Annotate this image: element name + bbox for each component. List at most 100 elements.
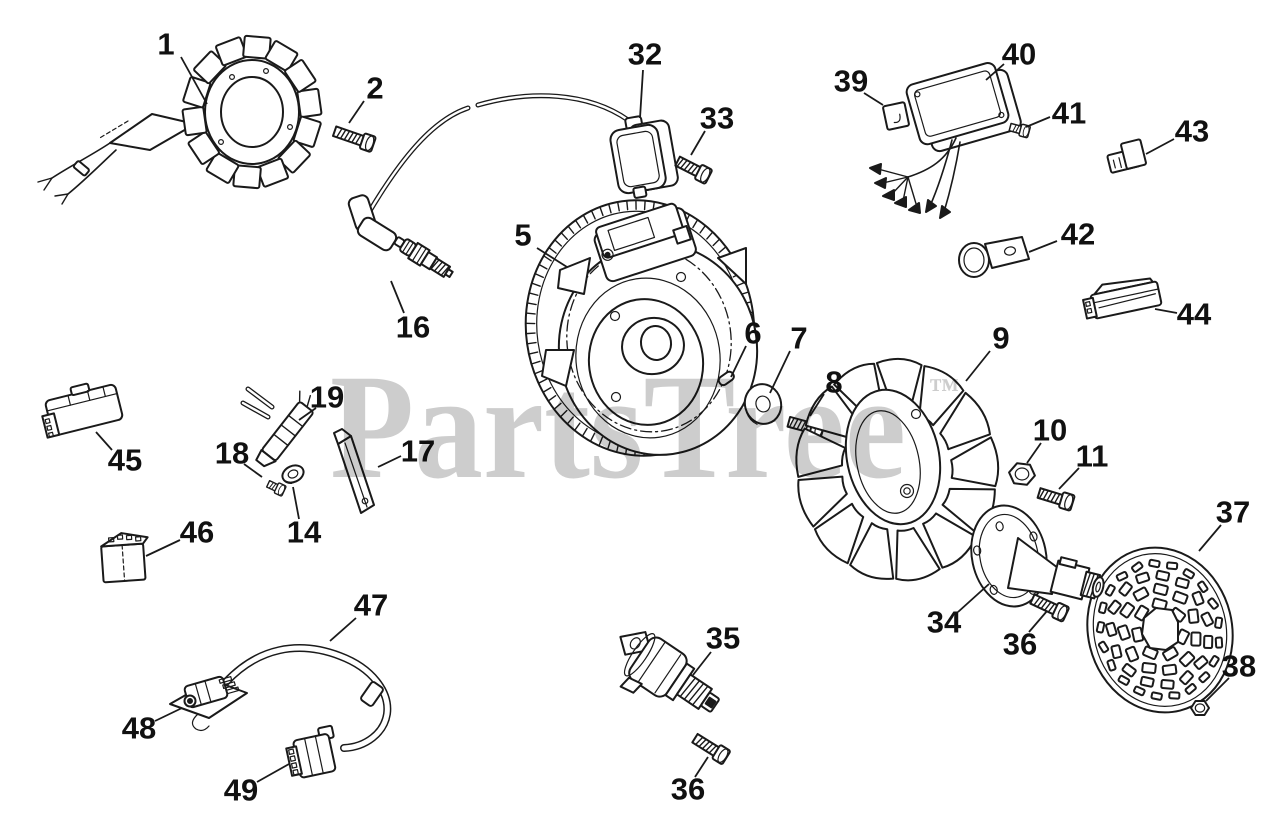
bolt-11-drawing [1036, 487, 1076, 512]
clip-39-drawing [882, 101, 910, 131]
callout-label-2: 2 [366, 71, 383, 106]
leader-line-1 [180, 56, 208, 105]
leader-line-35 [692, 651, 712, 676]
watermark-text: PartsTree [330, 344, 906, 510]
leader-line-42 [1028, 240, 1058, 253]
leader-line-46 [145, 539, 181, 557]
connector-49-drawing [285, 724, 337, 779]
callout-label-45: 45 [108, 443, 142, 478]
callout-label-37: 37 [1216, 495, 1250, 530]
watermark-trademark-symbol: ™ [929, 373, 959, 406]
leader-line-47 [329, 617, 357, 642]
callout-label-34: 34 [927, 605, 962, 640]
callout-label-35: 35 [706, 621, 740, 656]
diagram-artwork [37, 34, 1234, 779]
callout-label-16: 16 [396, 310, 430, 345]
leader-line-45 [95, 431, 113, 451]
clamp-42-drawing [958, 236, 1030, 278]
callout-label-36: 36 [671, 772, 705, 807]
callout-label-46: 46 [180, 515, 214, 550]
leader-line-38 [1205, 677, 1230, 702]
callout-label-48: 48 [122, 711, 156, 746]
leader-line-48 [154, 707, 183, 722]
leader-line-44 [1154, 308, 1178, 314]
bolt-36-upper-drawing [1029, 593, 1070, 623]
nut-38-drawing [1190, 700, 1210, 716]
screen-drawing [1086, 546, 1234, 714]
callout-label-41: 41 [1052, 96, 1086, 131]
leader-line-43 [1145, 138, 1175, 155]
leader-line-41 [1025, 116, 1051, 128]
grommet-14-drawing [281, 464, 305, 484]
leader-line-7 [769, 350, 791, 394]
leader-line-40 [985, 63, 1005, 81]
flywheel-drawing [524, 199, 759, 457]
leader-line-11 [1058, 467, 1080, 490]
callout-label-47: 47 [354, 588, 388, 623]
connector-46-drawing [100, 532, 149, 584]
callout-label-17: 17 [401, 434, 435, 469]
harness-drawing [169, 644, 392, 779]
callout-label-44: 44 [1177, 297, 1212, 332]
bolt-33-drawing [674, 155, 713, 185]
screw-41-drawing [1008, 122, 1031, 139]
callout-label-7: 7 [790, 321, 807, 356]
leader-line-10 [1026, 442, 1042, 464]
ignition-coil-drawing [609, 115, 679, 199]
callout-label-19: 19 [310, 380, 344, 415]
leader-line-33 [690, 130, 706, 156]
leader-line-32 [639, 69, 644, 119]
connector-45-drawing [41, 382, 124, 439]
callout-label-8: 8 [825, 365, 842, 400]
hub-drawing [970, 504, 1105, 608]
oil-sentry-drawing [619, 631, 720, 713]
leader-line-5 [536, 247, 568, 268]
callout-label-40: 40 [1002, 37, 1036, 72]
clip-19-drawing [240, 386, 314, 468]
leader-line-49 [256, 763, 290, 783]
callout-label-39: 39 [834, 64, 868, 99]
leader-line-18 [243, 463, 263, 478]
leader-line-39 [863, 92, 884, 106]
nut-10-drawing [1008, 462, 1036, 486]
callout-label-38: 38 [1222, 649, 1256, 684]
washer-7-drawing [743, 383, 783, 425]
regulator-drawing [869, 62, 1022, 219]
leader-line-2 [348, 100, 365, 124]
connector-48-drawing [169, 675, 248, 732]
ignition-module-drawing [593, 202, 697, 283]
callout-label-49: 49 [224, 773, 258, 808]
connector-44-drawing [1082, 277, 1163, 320]
leader-line-37 [1198, 524, 1222, 552]
callout-label-18: 18 [215, 436, 249, 471]
fan-drawing [795, 357, 1000, 582]
spark-plug-drawing [393, 236, 454, 278]
callout-label-11: 11 [1076, 439, 1109, 474]
leader-line-36 [1028, 610, 1048, 633]
callout-label-5: 5 [514, 218, 531, 253]
leader-line-8 [809, 393, 825, 417]
callout-label-14: 14 [287, 515, 322, 550]
leader-line-16 [390, 280, 405, 314]
leader-line-17 [377, 455, 402, 468]
stator-drawing [37, 34, 323, 205]
screw-18-drawing [265, 479, 287, 497]
callout-label-6: 6 [744, 316, 761, 351]
callout-label-36: 36 [1003, 627, 1037, 662]
leader-line-9 [965, 350, 991, 382]
callout-label-9: 9 [992, 321, 1009, 356]
bolt-2-drawing [332, 125, 377, 153]
leader-line-14 [292, 486, 300, 520]
connector-43-drawing [1106, 138, 1147, 174]
callout-label-32: 32 [628, 37, 662, 72]
leader-line-6 [730, 345, 747, 378]
leader-line-36 [694, 756, 709, 778]
leader-line-34 [957, 583, 990, 613]
callout-label-1: 1 [157, 27, 174, 62]
callout-label-10: 10 [1033, 413, 1067, 448]
callout-label-43: 43 [1175, 114, 1209, 149]
bolt-36-lower-drawing [691, 732, 731, 765]
